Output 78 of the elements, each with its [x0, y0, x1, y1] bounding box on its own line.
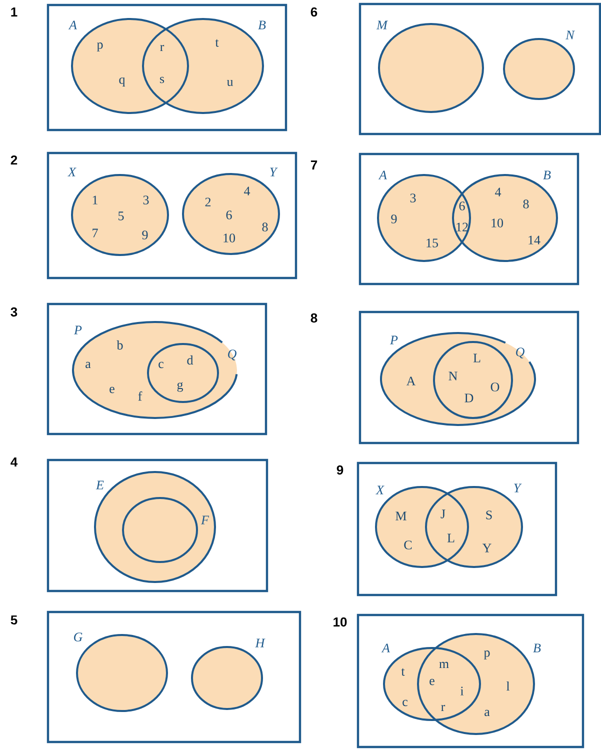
node-label: F [200, 516, 210, 524]
question-number: 8 [310, 313, 318, 323]
set-element: 2 [205, 198, 211, 206]
set-element: 1 [92, 196, 98, 204]
question-number: 3 [10, 307, 18, 317]
set-element: 14 [528, 236, 540, 244]
set-element: u [226, 80, 234, 86]
universal-set-box [46, 152, 298, 280]
question-number: 9 [336, 465, 344, 475]
set-element: 5 [118, 212, 124, 220]
set-element: L [447, 534, 454, 542]
universal-set-box [356, 462, 558, 596]
set-element: 15 [426, 238, 438, 248]
universal-set-box [46, 610, 302, 744]
set-element: 9 [391, 214, 397, 224]
set-element: 10 [224, 234, 235, 242]
node-label: Q [228, 350, 236, 360]
set-element: l [506, 681, 510, 690]
question-number: 2 [10, 155, 18, 165]
question-number: 7 [310, 160, 318, 170]
set-element: b [116, 340, 123, 350]
question-number: 1 [11, 8, 18, 16]
set-element: M [396, 512, 406, 520]
set-element: g [177, 382, 183, 392]
set-element: 12 [456, 222, 468, 232]
set-element: s [160, 76, 164, 84]
set-element: 8 [523, 200, 529, 208]
set-element: S [486, 510, 492, 520]
set-element: e [430, 678, 434, 686]
set-element: t [401, 668, 405, 676]
set-element: 3 [410, 194, 416, 202]
node-label: B [533, 644, 541, 652]
set-element: p [484, 650, 490, 660]
set-element: C [404, 540, 412, 550]
set-element: c [402, 700, 408, 706]
set-element: 10 [492, 218, 503, 228]
set-element: d [187, 355, 194, 365]
set-element: r [441, 704, 446, 712]
universal-set-box [46, 4, 288, 132]
question-number: 5 [10, 615, 18, 625]
universal-set-box [358, 152, 580, 286]
set-element: L [473, 354, 480, 362]
question-number: 6 [310, 7, 318, 17]
universal-set-box [46, 302, 268, 436]
node-label: N [566, 30, 575, 40]
set-element: q [119, 77, 126, 86]
set-element: N [448, 372, 458, 380]
set-element: m [439, 662, 449, 668]
set-element: 6 [459, 202, 465, 210]
question-number: 4 [10, 458, 18, 466]
set-element: e [110, 386, 114, 394]
set-element: Y [482, 544, 492, 552]
set-element: r [160, 44, 164, 52]
set-element: 7 [92, 228, 98, 238]
set-element: 4 [244, 186, 250, 196]
set-element: p [96, 42, 103, 52]
set-element: O [490, 382, 500, 392]
set-element: J [440, 510, 446, 518]
question-number: 10 [334, 617, 347, 627]
universal-set-box [358, 2, 601, 136]
universal-set-box [356, 614, 584, 748]
universal-set-box [358, 310, 580, 444]
node-label: H [255, 638, 266, 648]
set-element: 4 [495, 188, 502, 196]
set-element: A [406, 376, 416, 386]
set-element: 3 [143, 196, 149, 204]
node-label: Q [516, 348, 524, 358]
set-element: c [158, 362, 164, 368]
universal-set-box [46, 458, 268, 592]
set-element: a [484, 710, 490, 716]
set-element: a [86, 362, 91, 368]
set-element: D [464, 394, 474, 402]
set-element: t [215, 39, 219, 47]
set-element: 6 [226, 210, 232, 220]
set-element: 8 [262, 222, 268, 232]
node-label: X [68, 168, 76, 176]
set-element: 9 [142, 230, 148, 240]
set-element: i [460, 686, 464, 696]
